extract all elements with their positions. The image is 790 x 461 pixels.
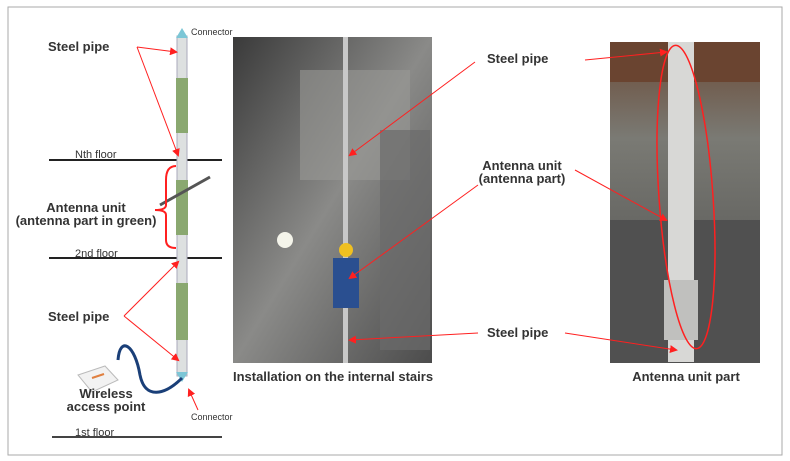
antenna-bracket (159, 175, 211, 207)
steel-pipe-column (159, 28, 211, 382)
photo-steel-pipe-bottom-label: Steel pipe (487, 325, 548, 340)
wireless-access-point-icon (77, 365, 119, 393)
antenna-green-section (176, 283, 188, 340)
antenna-green-section (176, 180, 188, 235)
access-point-label: access point (67, 399, 146, 414)
arrows-left (123, 46, 199, 411)
antenna-green-section (176, 78, 188, 133)
second-floor-label: 2nd floor (75, 248, 118, 260)
photo-steel-pipe-top-label: Steel pipe (487, 51, 548, 66)
antenna-unit-photo (610, 42, 760, 363)
antenna-highlight-ellipse (656, 44, 716, 350)
antenna-photo-caption: Antenna unit part (632, 369, 740, 384)
antenna-unit-sublabel: (antenna part in green) (16, 213, 157, 228)
stairs-caption: Installation on the internal stairs (233, 369, 433, 384)
frame-border (7, 6, 783, 456)
antenna-unit-label: Antenna unit (46, 200, 126, 215)
arrows-middle (348, 48, 678, 354)
photo-antenna-unit-label: Antenna unit (482, 158, 562, 173)
connector-bottom-icon (176, 372, 188, 382)
steel-pipe-bottom-label: Steel pipe (48, 309, 109, 324)
stairs-installation-photo (233, 37, 432, 363)
nth-floor-label: Nth floor (75, 149, 117, 161)
connector-top-icon (176, 28, 188, 38)
connector-top-label: Connector (191, 27, 233, 37)
photo-antenna-part-label: (antenna part) (479, 171, 566, 186)
first-floor-label: 1st floor (75, 427, 114, 439)
wireless-label: Wireless (79, 386, 132, 401)
connector-bottom-label: Connector (191, 412, 233, 422)
cable (116, 344, 184, 394)
steel-pipe-top-label: Steel pipe (48, 39, 109, 54)
